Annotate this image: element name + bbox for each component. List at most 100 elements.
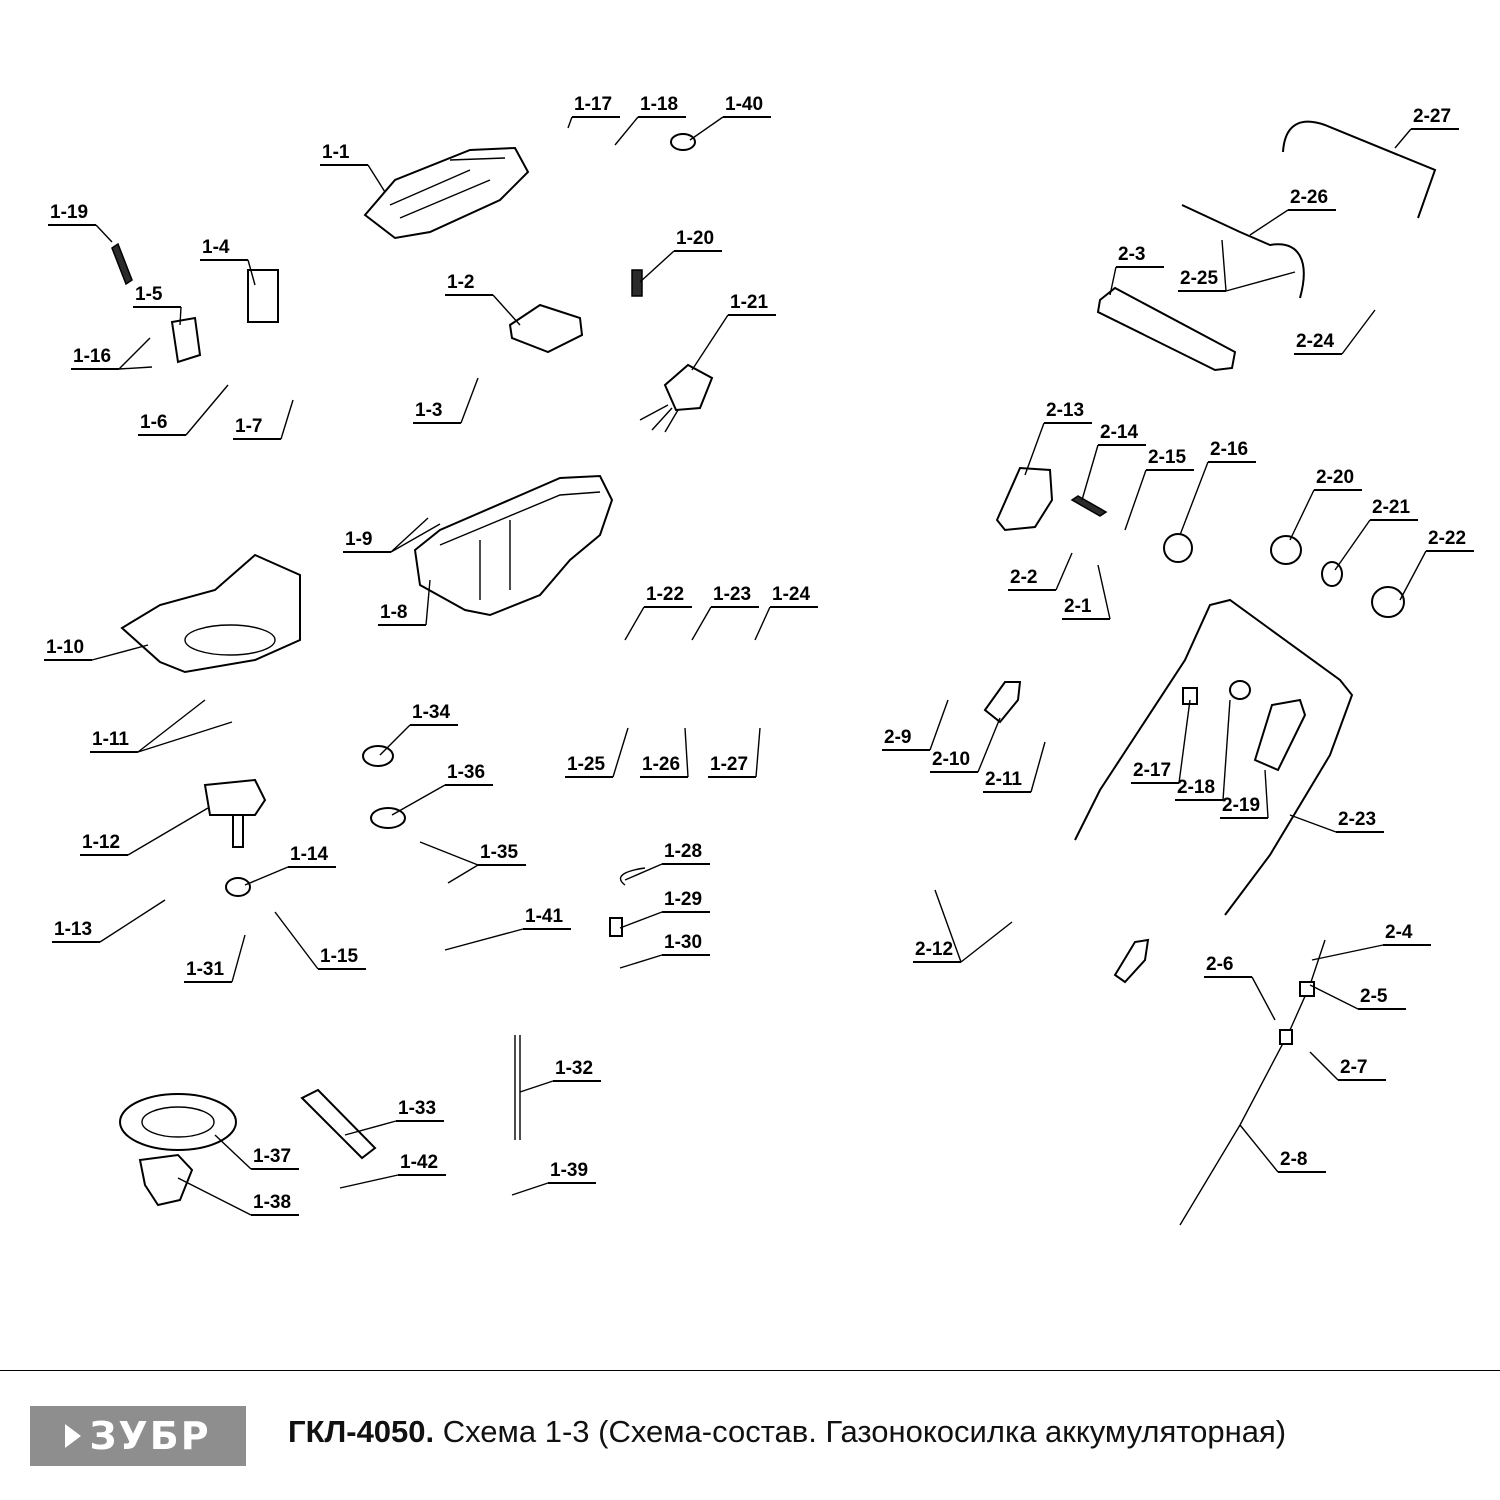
callout-1-7: 1-7 <box>233 399 294 440</box>
callout-1-20: 1-20 <box>639 228 722 283</box>
leader-line <box>280 399 294 440</box>
leader-line <box>391 784 446 816</box>
leader-line <box>691 606 712 641</box>
leader-line <box>1251 976 1276 1021</box>
leader-line <box>619 911 663 929</box>
caption-description: Схема 1-3 (Схема-состав. Газонокосилка а… <box>434 1414 1287 1449</box>
leader-line <box>1222 699 1231 801</box>
part-1-19-drawing <box>111 242 133 286</box>
part-label-2-6: 2-6 <box>1206 954 1233 975</box>
leader-line <box>619 954 663 969</box>
callout-1-35: 1-35 <box>419 841 526 884</box>
leader-line <box>247 259 256 286</box>
brand-name: ЗУБР <box>89 1414 211 1458</box>
callout-1-33: 1-33 <box>344 1098 444 1136</box>
part-label-1-5: 1-5 <box>135 284 163 305</box>
callout-2-24: 2-24 <box>1294 309 1376 355</box>
part-label-1-17: 1-17 <box>574 94 612 115</box>
part-label-2-11: 2-11 <box>985 769 1022 790</box>
leader-line <box>755 727 761 778</box>
callout-1-29: 1-29 <box>619 889 710 929</box>
leader-line <box>519 1080 554 1093</box>
leader-line <box>447 864 479 884</box>
part-label-2-26: 2-26 <box>1290 187 1328 208</box>
part-2-20-drawing <box>1270 535 1302 565</box>
part-label-1-25: 1-25 <box>567 754 605 775</box>
part-label-1-13: 1-13 <box>54 919 92 940</box>
part-label-1-23: 1-23 <box>713 584 751 605</box>
leader-line <box>1289 489 1315 541</box>
leader-line <box>137 699 206 753</box>
callout-2-22: 2-22 <box>1399 528 1474 601</box>
part-label-2-18: 2-18 <box>1177 777 1215 798</box>
part-label-1-15: 1-15 <box>320 946 358 967</box>
leader-line <box>1179 461 1209 536</box>
callout-2-1: 2-1 <box>1062 564 1111 620</box>
part-label-1-22: 1-22 <box>646 584 684 605</box>
callout-2-10: 2-10 <box>930 717 1001 773</box>
part-1-34-drawing <box>362 745 394 767</box>
leader-line <box>929 699 949 751</box>
part-label-1-40: 1-40 <box>725 94 763 115</box>
model-number: ГКЛ-4050. <box>288 1414 435 1449</box>
diagram-caption: ГКЛ-4050. Схема 1-3 (Схема-состав. Газон… <box>288 1414 1286 1450</box>
part-1-1-drawing <box>363 146 530 240</box>
callout-1-17: 1-17 <box>567 94 620 129</box>
part-label-1-4: 1-4 <box>202 237 230 258</box>
callout-2-23: 2-23 <box>1289 809 1384 833</box>
part-label-2-5: 2-5 <box>1360 986 1388 1007</box>
part-label-2-25: 2-25 <box>1180 268 1218 289</box>
callout-2-17: 2-17 <box>1131 699 1191 784</box>
part-label-2-24: 2-24 <box>1296 331 1334 352</box>
leader-line <box>367 164 386 193</box>
leader-line <box>1309 1051 1339 1081</box>
part-label-1-34: 1-34 <box>412 702 450 723</box>
part-2-19-drawing <box>1253 698 1307 772</box>
part-1-40-drawing <box>670 133 696 151</box>
leader-line <box>612 727 629 778</box>
leader-line <box>379 724 411 756</box>
footer-divider <box>0 1370 1500 1371</box>
leader-line <box>1124 469 1147 531</box>
part-label-1-33: 1-33 <box>398 1098 436 1119</box>
part-label-2-4: 2-4 <box>1385 922 1413 943</box>
part-1-33-drawing <box>300 1088 377 1160</box>
leader-line <box>425 579 431 626</box>
part-1-32-drawing <box>514 1035 521 1140</box>
callout-1-19: 1-19 <box>48 202 113 243</box>
leader-line <box>1341 309 1376 355</box>
leader-line <box>214 1134 252 1170</box>
leader-line <box>460 377 479 424</box>
part-2-18-drawing <box>1229 680 1251 700</box>
part-label-2-16: 2-16 <box>1210 439 1248 460</box>
callout-1-18: 1-18 <box>614 94 686 146</box>
callout-2-2: 2-2 <box>1008 552 1073 591</box>
callout-1-28: 1-28 <box>624 841 710 881</box>
leader-line <box>691 314 729 371</box>
callout-1-10: 1-10 <box>44 637 149 661</box>
callout-1-41: 1-41 <box>444 906 571 951</box>
callout-1-24: 1-24 <box>754 584 818 641</box>
part-label-1-12: 1-12 <box>82 832 120 853</box>
part-label-1-1: 1-1 <box>322 142 350 163</box>
leader-line <box>231 934 246 983</box>
part-label-2-8: 2-8 <box>1280 1149 1307 1170</box>
leader-line <box>1311 944 1384 961</box>
callout-1-6: 1-6 <box>138 384 229 436</box>
callout-1-11: 1-11 <box>90 699 233 753</box>
callout-2-27: 2-27 <box>1394 106 1459 149</box>
part-label-2-7: 2-7 <box>1340 1057 1367 1078</box>
part-label-2-12: 2-12 <box>915 939 953 960</box>
leader-line <box>1399 550 1427 601</box>
leader-line <box>624 863 663 881</box>
part-1-21-drawing <box>663 363 714 412</box>
part-label-2-10: 2-10 <box>932 749 970 770</box>
part-label-1-9: 1-9 <box>345 529 372 550</box>
leader-line <box>444 928 524 951</box>
part-label-2-14: 2-14 <box>1100 422 1138 443</box>
callout-1-34: 1-34 <box>379 702 458 756</box>
part-label-1-36: 1-36 <box>447 762 485 783</box>
callout-2-26: 2-26 <box>1249 187 1336 236</box>
callout-1-40: 1-40 <box>689 94 771 141</box>
